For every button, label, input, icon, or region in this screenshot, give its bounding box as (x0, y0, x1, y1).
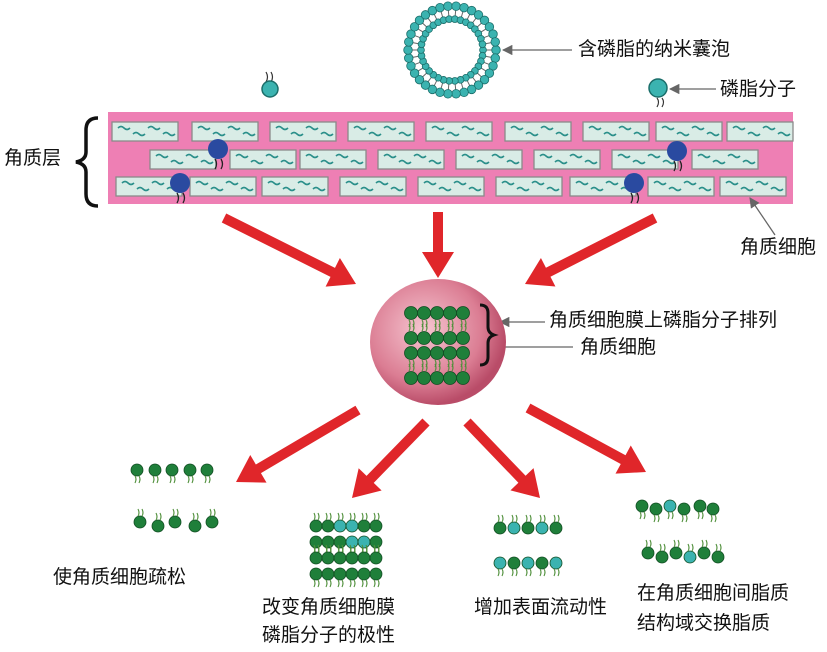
corneocyte-cell (111, 121, 179, 142)
membrane-arrangement-label: 角质细胞膜上磷脂分子排列 (549, 309, 778, 331)
arrow-icon (221, 212, 658, 498)
corneocyte-cell (229, 149, 297, 170)
outcome-1-illustration (130, 463, 219, 533)
corneocyte-cell (261, 176, 329, 197)
corneocyte-cell (269, 121, 337, 142)
corneocyte-label-top: 角质细胞 (740, 236, 817, 258)
outcome-3-illustration (493, 514, 563, 577)
outcome-label-4a: 在角质细胞间脂质 (637, 582, 790, 604)
corneocyte-cell (495, 176, 563, 197)
outcome-label-3: 增加表面流动性 (474, 596, 608, 618)
corneocyte-cell (655, 121, 723, 142)
corneocyte-label-mid: 角质细胞 (580, 336, 657, 358)
corneocyte-cell (149, 149, 217, 170)
outcome-label-2a: 改变角质细胞膜 (262, 596, 396, 618)
corneocyte-cell (504, 121, 572, 142)
stratum-corneum-band (108, 112, 794, 204)
corneocyte-cell (189, 176, 257, 197)
vesicle-icon (403, 1, 501, 99)
corneocyte-cell (691, 149, 759, 170)
corneocyte-cell (417, 176, 485, 197)
outcome-label-1: 使角质细胞疏松 (53, 566, 187, 588)
corneocyte-cell (719, 176, 787, 197)
corneocyte-cell (647, 176, 715, 197)
corneocyte-cell (191, 121, 259, 142)
corneocyte-cell (425, 121, 493, 142)
corneocyte-cell (377, 149, 445, 170)
inserted-phospholipids (170, 139, 687, 204)
corneocyte-cell (339, 176, 407, 197)
phospholipid-icon (261, 71, 668, 108)
corneocyte-cell (455, 149, 523, 170)
outcome-label-4b: 结构域交换脂质 (637, 612, 771, 634)
corneocyte-cell (533, 149, 601, 170)
stratum-corneum-label: 角质层 (4, 147, 62, 169)
corneocyte-cell (726, 121, 794, 142)
corneocyte-cell (611, 149, 679, 170)
corneocyte-cell (582, 121, 650, 142)
corneocyte-cell (347, 121, 415, 142)
vesicle-label: 含磷脂的纳米囊泡 (578, 38, 731, 60)
outcome-label-2b: 磷脂分子的极性 (262, 624, 396, 646)
outcome-4-illustration (635, 499, 725, 564)
corneocyte-cell (299, 149, 367, 170)
bracket-icon (75, 116, 99, 208)
phospholipid-label: 磷脂分子 (720, 78, 797, 100)
outcome-2-illustration (309, 512, 383, 588)
corneocyte-circle (370, 279, 506, 405)
